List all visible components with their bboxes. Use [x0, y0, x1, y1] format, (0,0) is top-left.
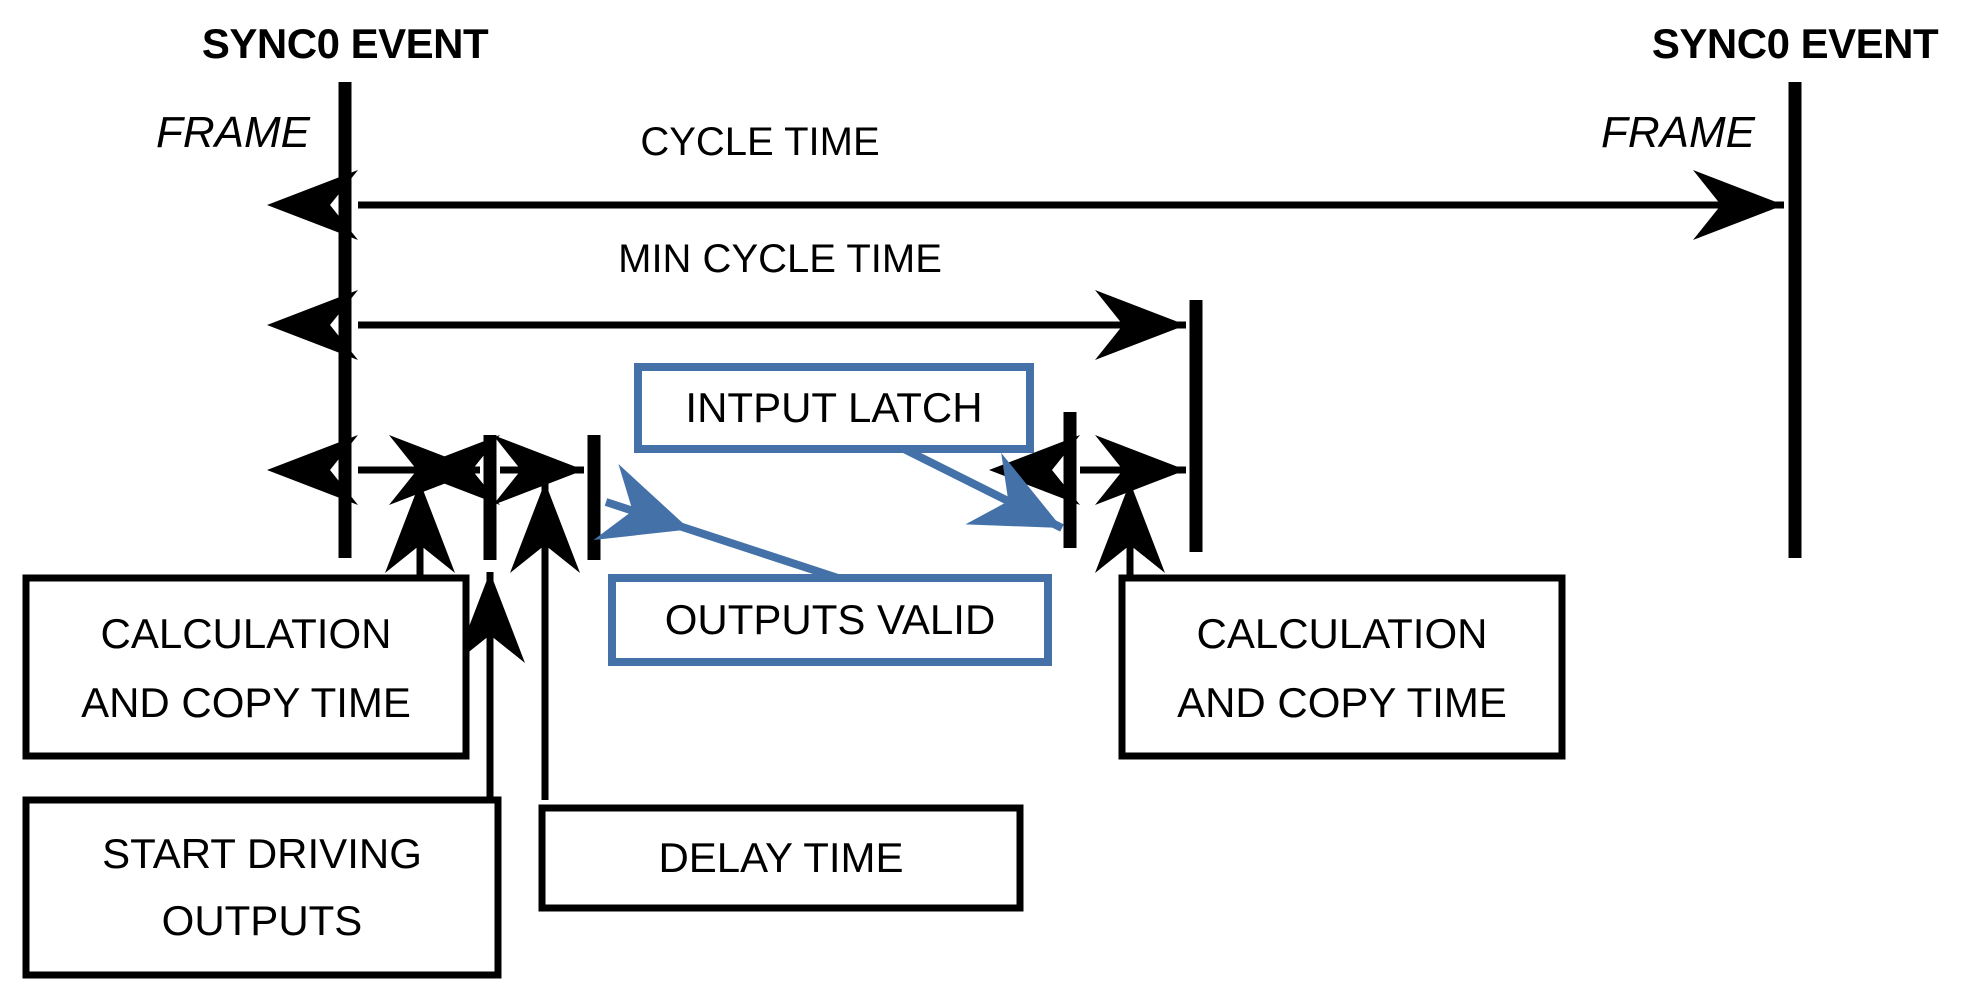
min-cycle-time-label: MIN CYCLE TIME	[618, 237, 942, 281]
outputs-valid-pointer	[593, 463, 840, 582]
start-driving-outputs-box[interactable]	[22, 796, 502, 979]
left-frame-label: FRAME	[156, 108, 311, 157]
right-frame-label: FRAME	[1601, 108, 1756, 157]
calc-copy-left-line2: AND COPY TIME	[81, 679, 411, 726]
delay-time-box[interactable]	[538, 804, 1024, 912]
calc-copy-left-line1: CALCULATION	[101, 610, 392, 657]
outputs-valid-box[interactable]	[608, 574, 1052, 666]
calc-copy-left-box[interactable]	[22, 574, 470, 760]
start-driving-outputs-line1: START DRIVING	[102, 830, 422, 877]
start-driving-outputs-line2: OUTPUTS	[162, 897, 363, 944]
calc-copy-right-line1: CALCULATION	[1197, 610, 1488, 657]
calc-copy-right-line2: AND COPY TIME	[1177, 679, 1507, 726]
right-sync0-event-label: SYNC0 EVENT	[1652, 20, 1939, 67]
input-latch-box[interactable]	[634, 363, 1034, 453]
calc-copy-right-box[interactable]	[1118, 574, 1566, 760]
outputs-valid-label: OUTPUTS VALID	[665, 596, 996, 643]
cycle-time-label: CYCLE TIME	[640, 120, 879, 164]
input-latch-label: INTPUT LATCH	[685, 384, 982, 431]
left-sync0-event-label: SYNC0 EVENT	[202, 20, 489, 67]
delay-time-line1: DELAY TIME	[658, 834, 903, 881]
